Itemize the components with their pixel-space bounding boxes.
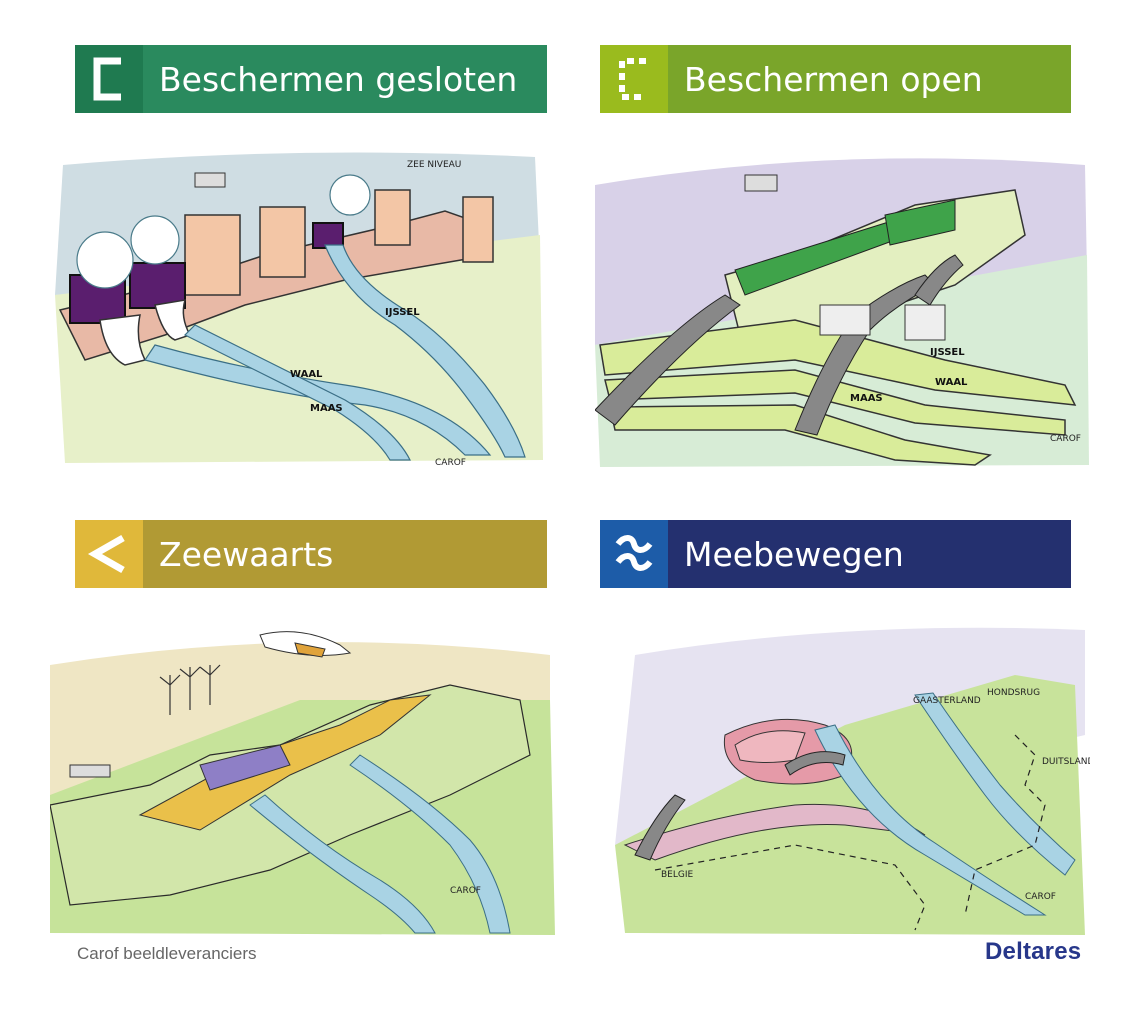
label-hondsrug: HONDSRUG — [987, 688, 1040, 698]
label-belgie: BELGIE — [661, 870, 694, 880]
label-artist: CAROF — [435, 458, 466, 468]
closed-bracket-icon — [75, 45, 143, 113]
label-ijssel: IJSSEL — [385, 307, 420, 318]
panel-title: Meebewegen — [684, 534, 904, 574]
illustration-beschermen-gesloten: IJSSEL WAAL MAAS ZEE NIVEAU CAROF — [45, 145, 550, 470]
label-artist: CAROF — [1025, 892, 1056, 902]
label-duitsland: DUITSLAND — [1042, 757, 1090, 767]
panel-title: Beschermen gesloten — [159, 59, 518, 99]
banner-beschermen-open: Beschermen open — [600, 45, 1071, 113]
label-zee-niveau: ZEE NIVEAU — [407, 160, 461, 170]
label-waal: WAAL — [290, 369, 323, 380]
banner-meebewegen: Meebewegen — [600, 520, 1071, 588]
label-artist: CAROF — [1050, 434, 1081, 444]
image-credit: Carof beeldleveranciers — [77, 944, 257, 963]
panel-title: Zeewaarts — [159, 534, 334, 574]
illustration-meebewegen: GAASTERLAND HONDSRUG DUITSLAND BELGIE CA… — [595, 615, 1090, 940]
label-maas: MAAS — [310, 403, 343, 414]
panel-title: Beschermen open — [684, 59, 983, 99]
illustration-beschermen-open: IJSSEL WAAL MAAS CAROF — [595, 145, 1090, 470]
label-waal: WAAL — [935, 377, 968, 388]
banner-zeewaarts: Zeewaarts — [75, 520, 547, 588]
banner-beschermen-gesloten: Beschermen gesloten — [75, 45, 547, 113]
label-gaasterland: GAASTERLAND — [913, 696, 981, 706]
illustration-zeewaarts: CAROF — [50, 605, 555, 935]
label-ijssel: IJSSEL — [930, 347, 965, 358]
open-bracket-icon — [600, 45, 668, 113]
label-artist: CAROF — [450, 886, 481, 896]
waves-icon — [600, 520, 668, 588]
chevron-left-icon — [75, 520, 143, 588]
deltares-logo: Deltares — [985, 938, 1082, 965]
label-maas: MAAS — [850, 393, 883, 404]
